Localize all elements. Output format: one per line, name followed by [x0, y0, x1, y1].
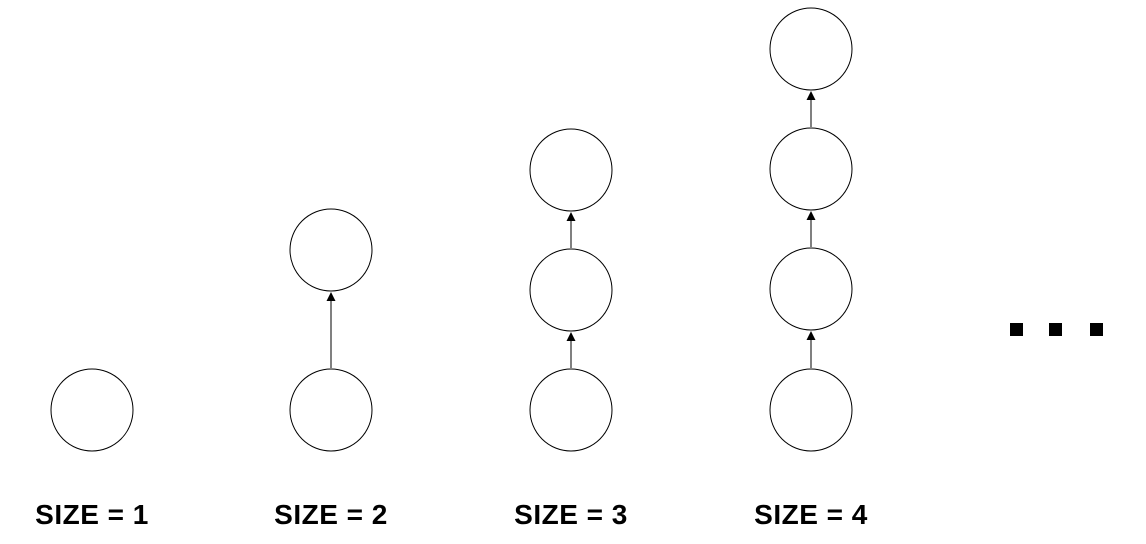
chain-column-size-3: [529, 128, 613, 452]
node-circle: [769, 7, 853, 91]
size-label-4: SIZE = 4: [754, 499, 868, 530]
ellipsis-dot: [1010, 323, 1023, 336]
node-circle: [289, 208, 373, 292]
ellipsis-icon: [1010, 323, 1103, 336]
chain-column-size-1: [50, 368, 134, 452]
node-circle: [289, 368, 373, 452]
arrow-head-icon: [806, 211, 816, 220]
arrow-head-icon: [326, 292, 336, 301]
chain-column-size-2: [289, 208, 373, 452]
arrow-head-icon: [806, 331, 816, 340]
ellipsis-dot: [1049, 323, 1062, 336]
chain-column-size-4: [769, 7, 853, 452]
node-circle: [769, 127, 853, 211]
ellipsis-dot: [1090, 323, 1103, 336]
arrow-head-icon: [566, 212, 576, 221]
size-label-2: SIZE = 2: [274, 499, 388, 530]
arrow-head-icon: [566, 332, 576, 341]
size-label-3: SIZE = 3: [514, 499, 628, 530]
node-circle: [769, 368, 853, 452]
node-circle: [529, 368, 613, 452]
node-circle: [50, 368, 134, 452]
node-circle: [769, 247, 853, 331]
node-circle: [529, 248, 613, 332]
size-label-1: SIZE = 1: [35, 499, 149, 530]
node-circle: [529, 128, 613, 212]
arrow-head-icon: [806, 91, 816, 100]
